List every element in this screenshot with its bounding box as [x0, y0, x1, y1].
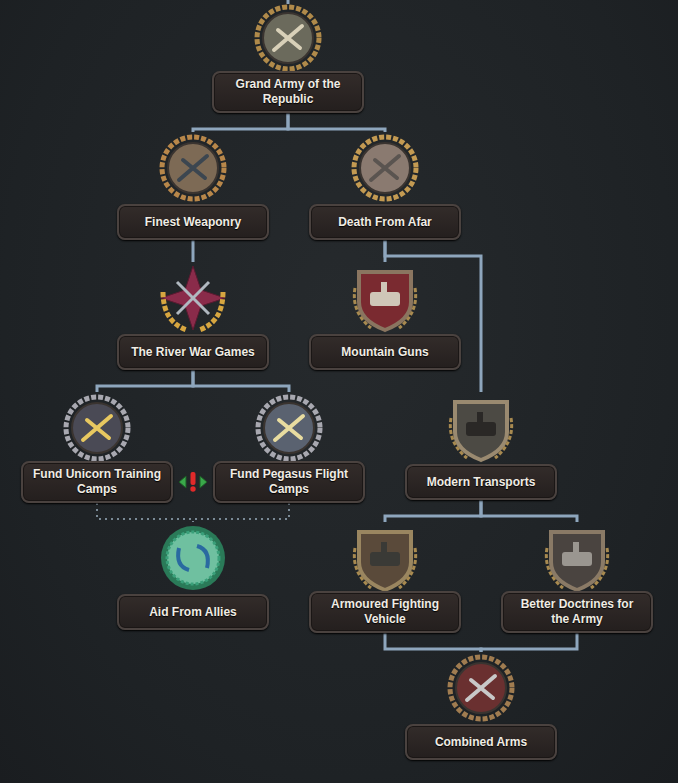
focus-connector: [192, 240, 195, 262]
mutual-exclusive-symbol: [179, 472, 207, 492]
focus-icon: [153, 132, 233, 204]
focus-icon: [441, 392, 521, 464]
focus-title: Death From Afar: [338, 215, 432, 230]
focus-node: Modern Transports: [403, 392, 559, 500]
focus-plaque: The River War Games: [117, 334, 269, 370]
focus-title: Fund Pegasus Flight Camps: [223, 467, 355, 497]
focus-title: The River War Games: [131, 345, 255, 360]
focus-connector: [385, 500, 481, 522]
focus-connector: [288, 113, 385, 132]
focus-icon: [153, 262, 233, 334]
focus-node: Mountain Guns: [307, 262, 463, 370]
focus-title: Mountain Guns: [341, 345, 428, 360]
incoming-line: [288, 0, 289, 4]
focus-node: Better Doctrines for the Army: [499, 522, 655, 633]
focus-icon: [537, 522, 617, 594]
focus-connector: [97, 370, 193, 392]
focus-node: Combined Arms: [403, 652, 559, 760]
focus-connector: [193, 503, 289, 522]
focus-plaque: Combined Arms: [405, 724, 557, 760]
focus-connector: [481, 500, 577, 522]
focus-plaque: Modern Transports: [405, 464, 557, 500]
focus-icon: [153, 522, 233, 594]
focus-title: Armoured Fighting Vehicle: [319, 597, 451, 627]
focus-plaque: Better Doctrines for the Army: [501, 591, 653, 633]
focus-node: Fund Unicorn Training Camps: [19, 392, 175, 503]
focus-title: Aid From Allies: [149, 605, 237, 620]
focus-node: The River War Games: [115, 262, 271, 370]
focus-title: Finest Weaponry: [145, 215, 241, 230]
focus-title: Better Doctrines for the Army: [511, 597, 643, 627]
focus-icon: [441, 652, 521, 724]
focus-icon: [249, 392, 329, 464]
focus-icon: [57, 392, 137, 464]
focus-plaque: Finest Weaponry: [117, 204, 269, 240]
focus-title: Fund Unicorn Training Camps: [31, 467, 163, 497]
focus-connector: [385, 633, 481, 652]
focus-icon: [345, 132, 425, 204]
focus-title: Modern Transports: [427, 475, 536, 490]
focus-plaque: Fund Unicorn Training Camps: [21, 461, 173, 503]
focus-plaque: Fund Pegasus Flight Camps: [213, 461, 365, 503]
focus-plaque: Armoured Fighting Vehicle: [309, 591, 461, 633]
focus-plaque: Aid From Allies: [117, 594, 269, 630]
focus-node: Armoured Fighting Vehicle: [307, 522, 463, 633]
focus-node: Death From Afar: [307, 132, 463, 240]
focus-connector: [193, 370, 289, 392]
focus-connector: [193, 113, 288, 132]
focus-icon: [345, 262, 425, 334]
focus-node: Fund Pegasus Flight Camps: [211, 392, 367, 503]
focus-title: Combined Arms: [435, 735, 527, 750]
focus-node: Grand Army of the Republic: [210, 2, 366, 113]
focus-plaque: Mountain Guns: [309, 334, 461, 370]
focus-connector: [97, 503, 193, 522]
focus-plaque: Grand Army of the Republic: [212, 71, 364, 113]
focus-icon: [345, 522, 425, 594]
focus-connector: [481, 633, 577, 652]
focus-plaque: Death From Afar: [309, 204, 461, 240]
focus-node: Aid From Allies: [115, 522, 271, 630]
focus-title: Grand Army of the Republic: [222, 77, 354, 107]
focus-node: Finest Weaponry: [115, 132, 271, 240]
focus-icon: [248, 2, 328, 74]
